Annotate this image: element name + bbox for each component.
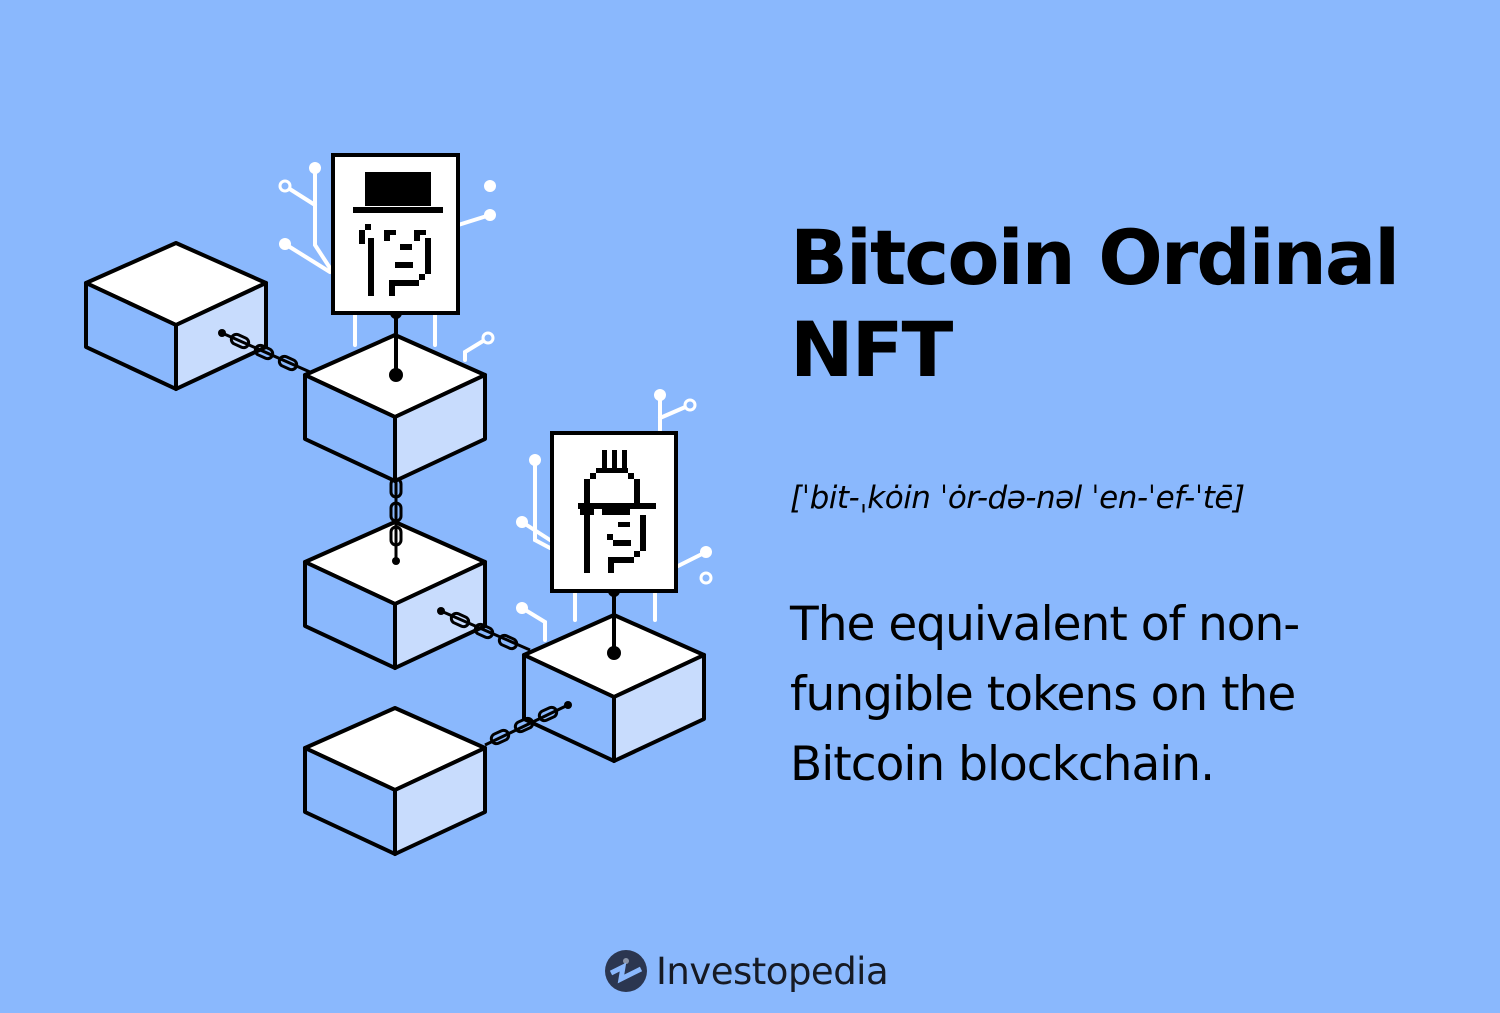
title-line-2: NFT: [790, 305, 953, 394]
nft-card-tophat: [331, 153, 460, 382]
page-title: Bitcoin Ordinal NFT: [790, 212, 1400, 396]
title-line-1: Bitcoin Ordinal: [790, 213, 1400, 302]
circuit-open-nodes: [278, 179, 713, 585]
chain-4-5: [484, 701, 572, 747]
chain-3-4: [437, 607, 531, 652]
definition-text: The equivalent of non-fungible tokens on…: [790, 597, 1300, 792]
pronunciation: [ˈbit-ˌkȯin ˈȯr-də-nəl ˈen-ˈef-ˈtē]: [790, 480, 1245, 516]
brand-name: Investopedia: [656, 949, 889, 993]
chain-1-2: [218, 329, 311, 374]
circuit-nodes: [279, 162, 712, 614]
block-1: [84, 241, 268, 391]
nft-card-mohawk: [550, 431, 678, 660]
tophat-punk-pixels: [353, 172, 443, 296]
block-5: [303, 706, 487, 856]
investopedia-brand: Investopedia: [604, 945, 889, 997]
blockchain-illustration: [84, 153, 713, 856]
chain-2-3: [389, 477, 403, 565]
mohawk-punk-pixels: [578, 450, 656, 573]
investopedia-logo-icon: [605, 950, 647, 992]
